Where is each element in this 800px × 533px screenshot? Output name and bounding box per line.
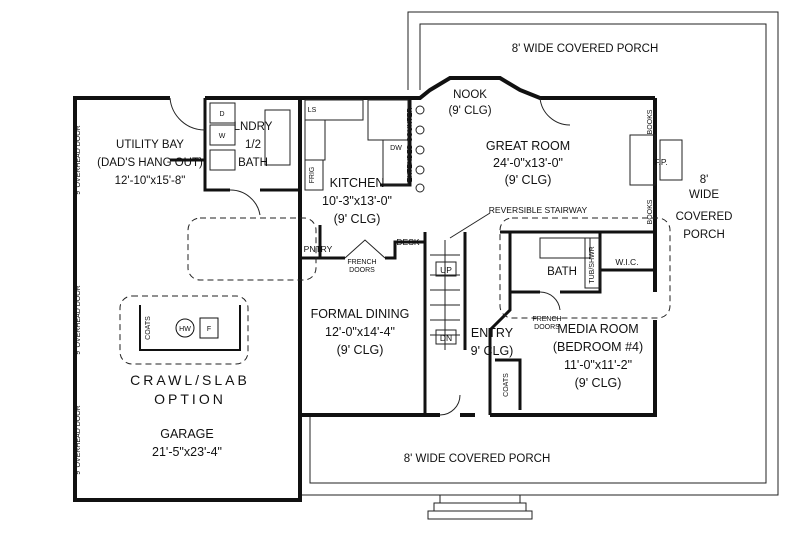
label-dryer: D <box>219 111 224 118</box>
label-frig: FRIG <box>309 167 316 184</box>
label-great-room-2: 24'-0"x13'-0" <box>493 156 563 170</box>
label-laundry-2: 1/2 <box>245 139 261 151</box>
label-fireplace: F.P. <box>654 157 668 167</box>
label-crawl-2: OPTION <box>154 391 226 407</box>
label-crawl-1: CRAWL/SLAB <box>130 372 250 388</box>
label-f: F <box>207 326 211 333</box>
label-extended-counter: EXTENDED COUNTER <box>407 108 414 183</box>
label-desk: DESK <box>396 237 419 247</box>
label-garage-2: 21'-5"x23'-4" <box>152 445 222 459</box>
label-media-1: MEDIA ROOM <box>557 322 638 336</box>
label-coats: COATS <box>503 373 510 397</box>
label-overhead-1: 9' OVERHEAD DOOR <box>75 125 82 194</box>
label-dining-1: FORMAL DINING <box>311 307 410 321</box>
label-nook-2: (9' CLG) <box>448 105 491 117</box>
label-right-porch-2: WIDE <box>689 189 719 201</box>
label-right-porch-4: PORCH <box>683 229 725 241</box>
label-entry-2: 9' CLG) <box>471 344 514 358</box>
label-wic: W.I.C. <box>615 257 638 267</box>
label-entry-1: ENTRY <box>471 326 514 340</box>
label-nook-1: NOOK <box>453 89 487 101</box>
label-stair-dn: DN <box>440 333 452 343</box>
label-washer: W <box>219 133 226 140</box>
label-tub-shwr: TUB/SHWR <box>589 246 596 283</box>
top-right-porch <box>299 11 779 496</box>
label-bath: BATH <box>547 266 577 278</box>
label-right-porch-1: 8' <box>700 174 709 186</box>
label-top-porch: 8' WIDE COVERED PORCH <box>512 43 659 55</box>
label-media-4: (9' CLG) <box>575 376 622 390</box>
label-laundry-3: BATH <box>238 157 268 169</box>
label-bottom-porch: 8' WIDE COVERED PORCH <box>404 453 551 465</box>
label-stair-up: UP <box>440 265 452 275</box>
porch-steps <box>427 494 533 520</box>
door-swings <box>169 97 571 416</box>
label-great-room-1: GREAT ROOM <box>486 139 570 153</box>
labels: 8' WIDE COVERED PORCH NOOK (9' CLG) GREA… <box>75 43 732 475</box>
label-dw: DW <box>390 145 402 152</box>
label-utility-1: UTILITY BAY <box>116 139 184 151</box>
label-overhead-3: 9' OVERHEAD DOOR <box>75 405 82 474</box>
kitchen-counters <box>209 99 683 289</box>
label-kitchen-1: KITCHEN <box>330 176 385 190</box>
label-overhead-2: 9' OVERHEAD DOOR <box>75 285 82 354</box>
label-books-top: BOOKS <box>647 109 654 134</box>
label-utility-3: 12'-10"x15'-8" <box>115 175 186 187</box>
label-kitchen-3: (9' CLG) <box>334 212 381 226</box>
label-media-2: (BEDROOM #4) <box>553 340 643 354</box>
label-great-room-3: (9' CLG) <box>505 173 552 187</box>
label-right-porch-3: COVERED <box>676 211 733 223</box>
crawl-mechanicals <box>139 305 241 351</box>
interior-walls <box>170 98 655 415</box>
label-media-3: 11'-0"x11'-2" <box>564 358 632 372</box>
label-kitchen-2: 10'-3"x13'-0" <box>322 194 392 208</box>
label-dining-2: 12'-0"x14'-4" <box>325 325 395 339</box>
stairs <box>430 240 460 350</box>
label-reversible-stairway: REVERSIBLE STAIRWAY <box>489 205 588 215</box>
label-ls: LS <box>308 107 317 114</box>
label-garage-1: GARAGE <box>160 427 214 441</box>
label-crawl-coats: COATS <box>145 316 152 340</box>
dashed-options <box>119 217 671 365</box>
label-pantry: PNTRY <box>304 244 333 254</box>
label-books-bottom: BOOKS <box>647 199 654 224</box>
label-french-dining-1: FRENCH <box>347 259 376 266</box>
label-laundry-1: LNDRY <box>234 121 273 133</box>
stair-leader <box>449 212 491 239</box>
label-french-dining-2: DOORS <box>349 267 375 274</box>
label-dining-3: (9' CLG) <box>337 343 384 357</box>
label-french-media-2: DOORS <box>534 324 560 331</box>
label-french-media-1: FRENCH <box>532 316 561 323</box>
label-hw: HW <box>179 326 191 333</box>
label-utility-2: (DAD'S HANG OUT) <box>97 157 203 169</box>
